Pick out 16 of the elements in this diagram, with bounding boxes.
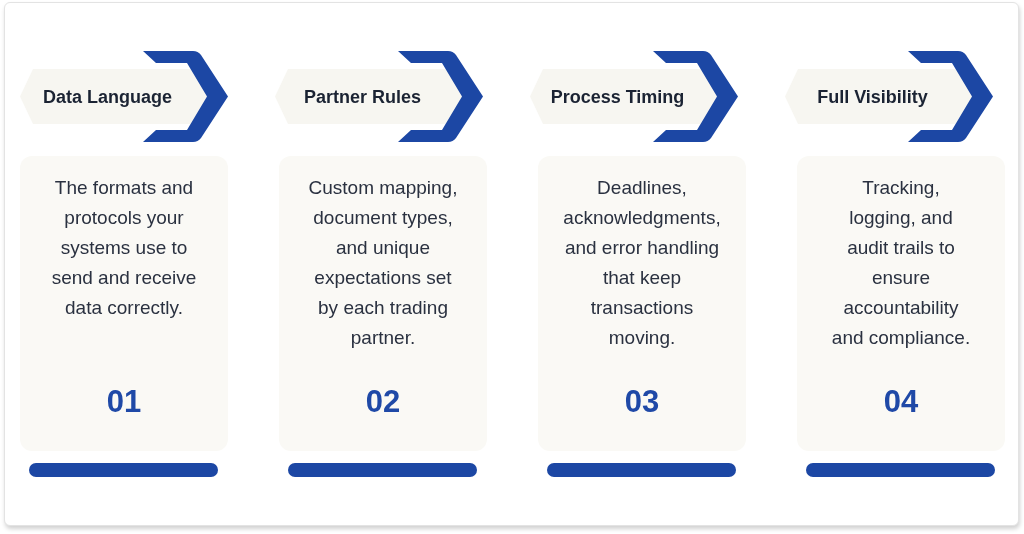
header-title: Full Visibility bbox=[817, 85, 928, 108]
step-number: 03 bbox=[624, 384, 660, 420]
step-number: 02 bbox=[365, 384, 401, 420]
description-text: Custom mapping, document types, and unique expectations set by each trading partner. bbox=[307, 176, 459, 350]
chevron-tag bbox=[785, 51, 993, 142]
step-number: 04 bbox=[883, 384, 919, 420]
header-title: Data Language bbox=[43, 85, 172, 108]
step-number: 01 bbox=[106, 384, 142, 420]
chevron-tag bbox=[20, 51, 228, 142]
chevron-tag bbox=[275, 51, 483, 142]
description-text: Tracking, logging, and audit trails to ensure accountability and compliance. bbox=[830, 176, 972, 350]
description-text: The formats and protocols your systems use to send and receive data correctly. bbox=[50, 176, 198, 320]
header-title: Process Timing bbox=[550, 85, 685, 108]
chevron-tag bbox=[530, 51, 738, 142]
header-title: Partner Rules bbox=[303, 85, 421, 108]
description-text: Deadlines, acknowledgments, and error handling that keep transactions moving. bbox=[562, 176, 722, 350]
